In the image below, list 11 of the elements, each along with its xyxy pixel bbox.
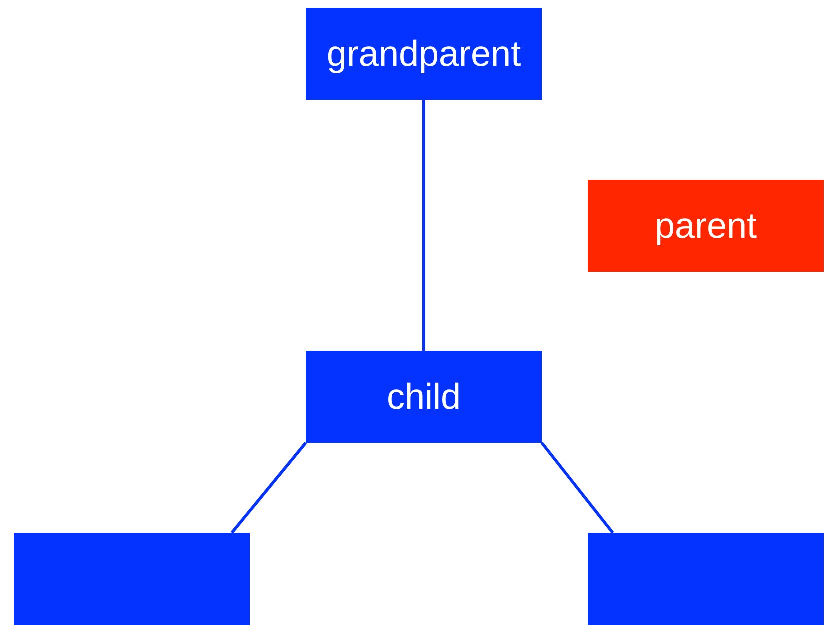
node-label: parent	[654, 208, 758, 244]
empty-box	[588, 533, 824, 625]
label-box	[306, 351, 542, 443]
node-label: grandparent	[326, 36, 522, 72]
connector-line	[540, 442, 614, 534]
connector-line	[230, 442, 308, 534]
connector-line	[422, 100, 426, 351]
label-box	[306, 8, 542, 100]
node-label: child	[386, 379, 462, 415]
empty-box	[14, 533, 250, 625]
label-box	[588, 180, 824, 272]
